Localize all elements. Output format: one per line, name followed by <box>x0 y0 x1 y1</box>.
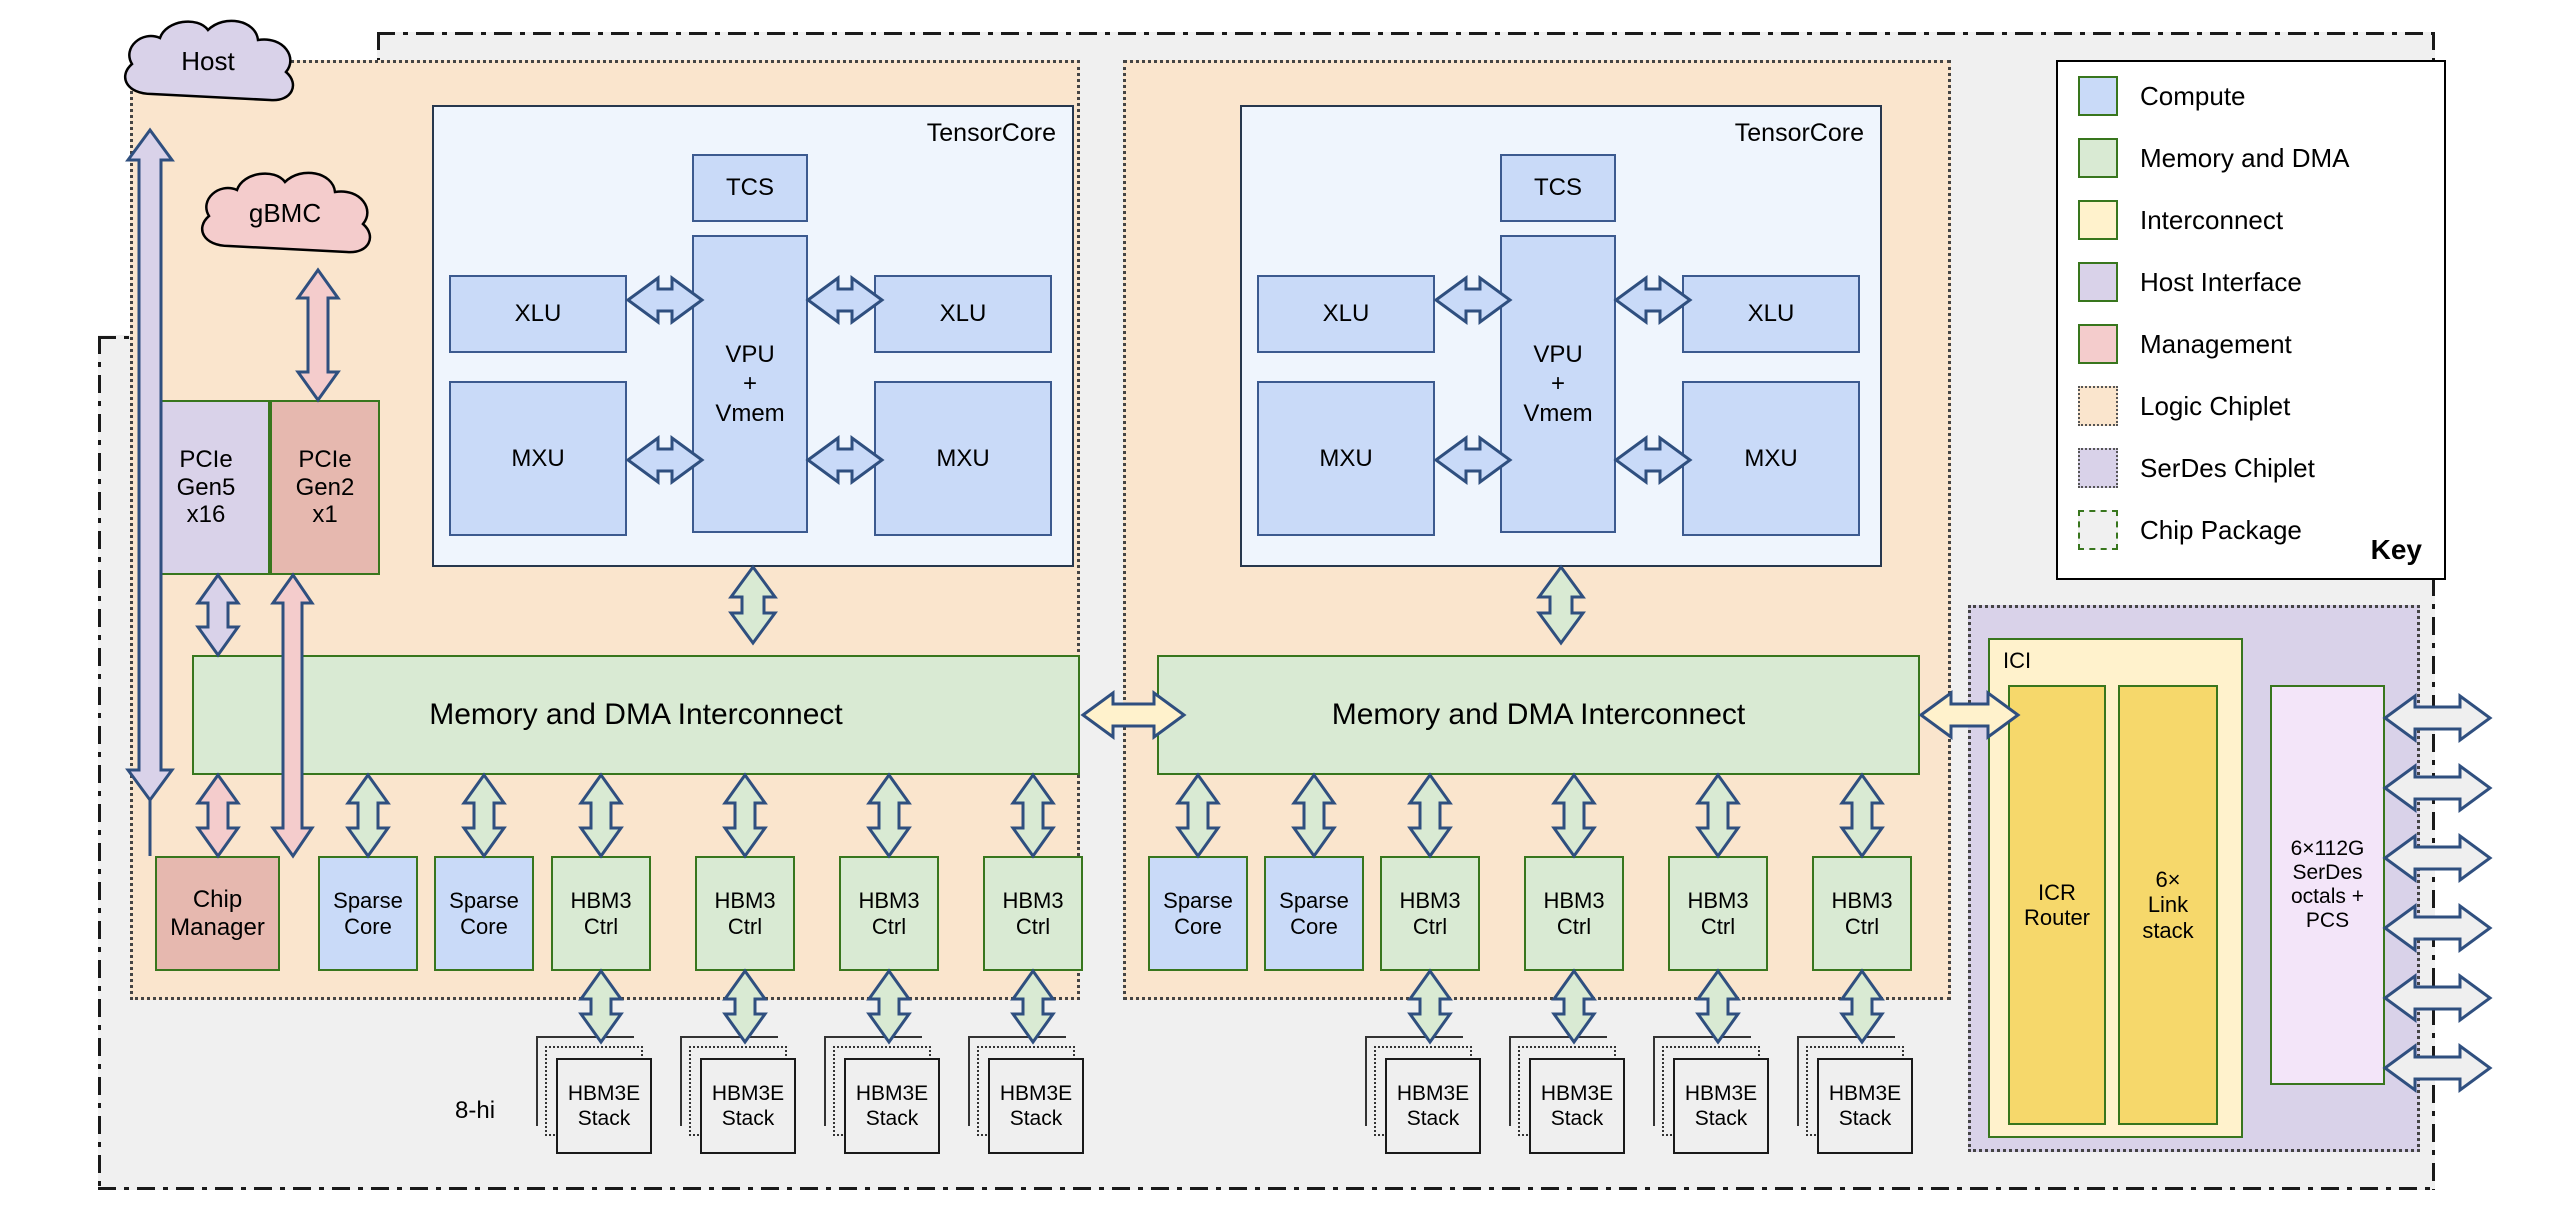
hbm3-ctrl-l1[interactable]: HBM3 Ctrl <box>551 856 651 971</box>
hbm3-ctrl-r3[interactable]: HBM3 Ctrl <box>1668 856 1768 971</box>
memory-dma-interconnect-right[interactable]: Memory and DMA Interconnect <box>1157 655 1920 775</box>
legend-item-compute: Compute <box>2078 76 2246 116</box>
hbm3-ctrl-l2[interactable]: HBM3 Ctrl <box>695 856 795 971</box>
chip-package-border <box>377 32 2435 35</box>
hbm3e-stack-label: HBM3E Stack <box>988 1058 1084 1154</box>
legend-item-chip-package: Chip Package <box>2078 510 2302 550</box>
xlu-block-right-1[interactable]: XLU <box>1257 275 1435 353</box>
hbm3e-stack-label: HBM3E Stack <box>556 1058 652 1154</box>
chip-package-border <box>2432 32 2435 1190</box>
legend-item-memory: Memory and DMA <box>2078 138 2350 178</box>
sparse-core-r2[interactable]: Sparse Core <box>1264 856 1364 971</box>
legend-swatch-serdes-chiplet <box>2078 448 2118 488</box>
legend-title: Key <box>2370 534 2422 565</box>
hbm3e-stack-l1[interactable]: HBM3E Stack <box>536 1036 656 1156</box>
hbm3e-stack-l2[interactable]: HBM3E Stack <box>680 1036 800 1156</box>
tensorcore-right-label: TensorCore <box>1734 119 1864 147</box>
tensorcore-left-label: TensorCore <box>926 119 1056 147</box>
legend-swatch-host-interface <box>2078 262 2118 302</box>
legend-label-logic-chiplet: Logic Chiplet <box>2140 390 2291 421</box>
vpu-vmem-block-left[interactable]: VPU + Vmem <box>692 235 808 533</box>
xlu-block-left-2[interactable]: XLU <box>874 275 1052 353</box>
vpu-vmem-block-right[interactable]: VPU + Vmem <box>1500 235 1616 533</box>
hbm3e-stack-label: HBM3E Stack <box>1817 1058 1913 1154</box>
hbm3e-stack-r2[interactable]: HBM3E Stack <box>1509 1036 1629 1156</box>
legend-label-management: Management <box>2140 328 2292 359</box>
pcie-gen2-block[interactable]: PCIe Gen2 x1 <box>270 400 380 575</box>
memory-dma-interconnect-left[interactable]: Memory and DMA Interconnect <box>192 655 1080 775</box>
legend-label-chip-package: Chip Package <box>2140 514 2302 545</box>
host-label: Host <box>181 46 235 76</box>
legend-item-management: Management <box>2078 324 2292 364</box>
legend-swatch-chip-package <box>2078 510 2118 550</box>
sparse-core-r1[interactable]: Sparse Core <box>1148 856 1248 971</box>
tensorcore-left: TensorCore TCS VPU + Vmem XLU XLU MXU MX… <box>432 105 1074 567</box>
mxu-block-right-1[interactable]: MXU <box>1257 381 1435 536</box>
hbm3e-stack-r3[interactable]: HBM3E Stack <box>1653 1036 1773 1156</box>
icr-router-block[interactable]: ICR Router <box>2008 685 2106 1125</box>
tcs-block-right[interactable]: TCS <box>1500 154 1616 222</box>
tcs-block-left[interactable]: TCS <box>692 154 808 222</box>
xlu-block-right-2[interactable]: XLU <box>1682 275 1860 353</box>
hbm3-ctrl-r4[interactable]: HBM3 Ctrl <box>1812 856 1912 971</box>
hbm3-ctrl-l4[interactable]: HBM3 Ctrl <box>983 856 1083 971</box>
sparse-core-l2[interactable]: Sparse Core <box>434 856 534 971</box>
chip-package-border <box>98 336 101 1190</box>
hbm3e-stack-l4[interactable]: HBM3E Stack <box>968 1036 1088 1156</box>
legend-swatch-management <box>2078 324 2118 364</box>
legend-label-interconnect: Interconnect <box>2140 204 2284 235</box>
legend-panel: Compute Memory and DMA Interconnect Host… <box>2056 60 2446 580</box>
host-cloud: Host <box>108 14 308 119</box>
hbm3e-stack-r4[interactable]: HBM3E Stack <box>1797 1036 1917 1156</box>
hbm3-ctrl-r2[interactable]: HBM3 Ctrl <box>1524 856 1624 971</box>
legend-label-compute: Compute <box>2140 80 2246 111</box>
hbm3e-stack-label: HBM3E Stack <box>844 1058 940 1154</box>
link-stack-block[interactable]: 6× Link stack <box>2118 685 2218 1125</box>
gbmc-cloud: gBMC <box>185 166 385 271</box>
mxu-block-left-2[interactable]: MXU <box>874 381 1052 536</box>
legend-swatch-interconnect <box>2078 200 2118 240</box>
legend-swatch-compute <box>2078 76 2118 116</box>
chip-package-border <box>98 1187 2435 1190</box>
mxu-block-right-2b[interactable]: MXU <box>1682 381 1860 536</box>
serdes-pcs-block[interactable]: 6×112G SerDes octals + PCS <box>2270 685 2385 1085</box>
mxu-block-left-1[interactable]: MXU <box>449 381 627 536</box>
legend-label-memory: Memory and DMA <box>2140 142 2350 173</box>
legend-label-serdes-chiplet: SerDes Chiplet <box>2140 452 2315 483</box>
hbm3e-stack-label: HBM3E Stack <box>1385 1058 1481 1154</box>
hbm3e-stack-l3[interactable]: HBM3E Stack <box>824 1036 944 1156</box>
hbm3-ctrl-l3[interactable]: HBM3 Ctrl <box>839 856 939 971</box>
hbm3e-stack-label: HBM3E Stack <box>1673 1058 1769 1154</box>
legend-swatch-logic-chiplet <box>2078 386 2118 426</box>
pcie-gen5-block[interactable]: PCIe Gen5 x16 <box>142 400 270 575</box>
hbm-height-label: 8-hi <box>455 1097 496 1124</box>
legend-label-host-interface: Host Interface <box>2140 266 2302 297</box>
xlu-block-left-1[interactable]: XLU <box>449 275 627 353</box>
tensorcore-right: TensorCore TCS VPU + Vmem XLU XLU MXU MX… <box>1240 105 1882 567</box>
legend-item-serdes-chiplet: SerDes Chiplet <box>2078 448 2315 488</box>
gbmc-label: gBMC <box>248 198 322 228</box>
hbm3e-stack-r1[interactable]: HBM3E Stack <box>1365 1036 1485 1156</box>
legend-item-logic-chiplet: Logic Chiplet <box>2078 386 2290 426</box>
hbm3e-stack-label: HBM3E Stack <box>1529 1058 1625 1154</box>
legend-item-host-interface: Host Interface <box>2078 262 2302 302</box>
legend-swatch-memory <box>2078 138 2118 178</box>
hbm3e-stack-label: HBM3E Stack <box>700 1058 796 1154</box>
ici-label: ICI <box>2003 648 2032 673</box>
sparse-core-l1[interactable]: Sparse Core <box>318 856 418 971</box>
chip-manager-block[interactable]: Chip Manager <box>155 856 280 971</box>
hbm3-ctrl-r1[interactable]: HBM3 Ctrl <box>1380 856 1480 971</box>
legend-item-interconnect: Interconnect <box>2078 200 2283 240</box>
